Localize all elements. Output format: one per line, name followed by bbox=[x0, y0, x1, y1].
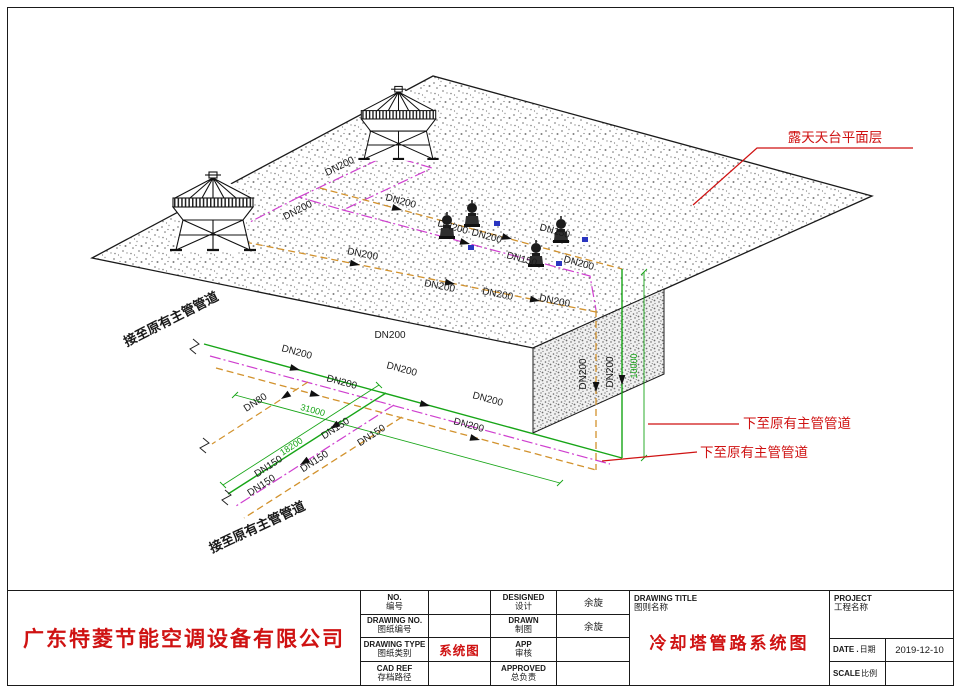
no-label: NO. 编号 bbox=[361, 591, 429, 615]
drawn-value: 余旋 bbox=[557, 615, 630, 638]
date-value: 2019-12-10 bbox=[895, 644, 944, 656]
note-connect-existing-main-2: 接至原有主管管道 bbox=[207, 498, 308, 556]
drawing-type-label: DRAWING TYPE 图纸类别 bbox=[361, 638, 429, 662]
callout-leaders bbox=[601, 147, 913, 462]
roof-edge-wall bbox=[532, 288, 665, 434]
cad-ref-label: CAD REF 存档路径 bbox=[361, 661, 429, 685]
drawing-title: 冷却塔管路系统图 bbox=[649, 634, 810, 653]
project-cell: PROJECT 工程名称 DATE . 日期 2019-12-10 SCALE … bbox=[830, 591, 953, 685]
pipe-label: DN150 bbox=[299, 449, 331, 475]
revision-table: NO. 编号 DESIGNED 设计 余旋 DRAWING NO. 图纸编号 D… bbox=[361, 591, 630, 685]
app-value bbox=[557, 638, 630, 662]
pipe-label: DN200 bbox=[325, 373, 358, 392]
company-name: 广东特菱节能空调设备有限公司 bbox=[8, 591, 361, 685]
pipe-label: DN80 bbox=[242, 391, 270, 414]
leader-down-to-main-2 bbox=[601, 451, 698, 462]
branch-pipes bbox=[211, 381, 403, 519]
dim-label: 10000 bbox=[629, 353, 639, 378]
approved-value bbox=[557, 662, 630, 686]
scale-row: SCALE 比例 bbox=[830, 662, 953, 685]
drawing-no-label: DRAWING NO. 图纸编号 bbox=[361, 614, 429, 638]
designed-value: 余旋 bbox=[557, 591, 630, 615]
callout-roof-level: 露天天台平面层 bbox=[788, 130, 883, 145]
app-label: APP 审核 bbox=[491, 638, 557, 662]
title-block: 广东特菱节能空调设备有限公司 NO. 编号 DESIGNED 设计 余旋 DRA… bbox=[7, 590, 954, 686]
cad-ref-value bbox=[429, 661, 491, 685]
callout-down-to-main-2: 下至原有主管管道 bbox=[700, 445, 808, 460]
designed-label: DESIGNED 设计 bbox=[491, 591, 557, 615]
main-pipes bbox=[203, 343, 623, 471]
drawing-area: 露天天台平面层下至原有主管管道下至原有主管管道接至原有主管管道接至原有主管管道D… bbox=[90, 75, 913, 556]
pipe-label: DN200 bbox=[578, 358, 589, 390]
drawn-label: DRAWN 制图 bbox=[491, 614, 557, 638]
drawing-title-label: DRAWING TITLE 图则名称 bbox=[634, 594, 698, 613]
pipe-break-symbols bbox=[189, 338, 232, 506]
pipe-label: DN200 bbox=[471, 390, 504, 409]
note-connect-existing-main-1: 接至原有主管管道 bbox=[121, 289, 220, 350]
roof-surface bbox=[90, 75, 874, 349]
pipe-label: DN200 bbox=[605, 356, 616, 388]
date-label: DATE . 日期 bbox=[830, 639, 886, 661]
project-label: PROJECT 工程名称 bbox=[834, 594, 872, 613]
callout-down-to-main-1: 下至原有主管管道 bbox=[743, 416, 851, 431]
blue-fittings bbox=[468, 221, 588, 266]
scale-value bbox=[886, 662, 953, 685]
no-value bbox=[429, 591, 491, 615]
pipe-label: DN200 bbox=[374, 330, 406, 341]
pipe-label: DN200 bbox=[280, 343, 313, 362]
project-label-cell: PROJECT 工程名称 bbox=[830, 591, 953, 639]
leader-roof-level bbox=[692, 147, 913, 206]
approved-label: APPROVED 总负责 bbox=[491, 661, 557, 685]
scale-label: SCALE 比例 bbox=[830, 662, 886, 685]
pipe-label: DN200 bbox=[385, 360, 418, 379]
date-row: DATE . 日期 2019-12-10 bbox=[830, 639, 953, 662]
drawing-no-value bbox=[429, 614, 491, 638]
dimension-lines bbox=[219, 268, 648, 489]
drawing-title-cell: DRAWING TITLE 图则名称 冷却塔管路系统图 bbox=[630, 591, 830, 685]
drawing-type-value: 系统图 bbox=[429, 638, 491, 662]
